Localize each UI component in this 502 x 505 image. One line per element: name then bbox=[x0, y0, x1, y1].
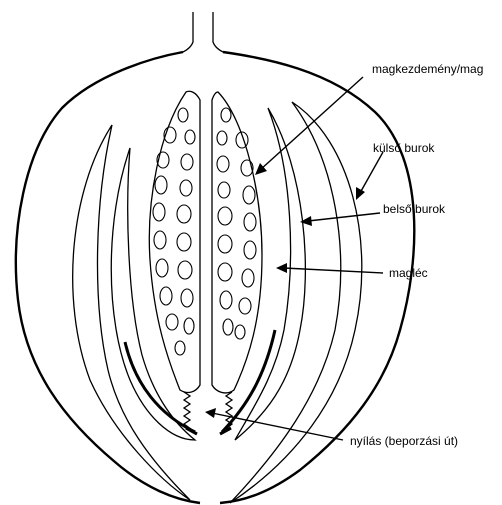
placenta-right bbox=[212, 92, 262, 393]
ovules-right bbox=[217, 108, 256, 339]
serrated-edge-left bbox=[184, 392, 195, 432]
ovules-left bbox=[153, 108, 195, 355]
label-ovule: magkezdemény/mag bbox=[372, 62, 483, 76]
label-placenta: magléc bbox=[389, 266, 428, 280]
pointer-ovule bbox=[255, 77, 363, 175]
pointer-inner-integument bbox=[300, 213, 380, 226]
stalk bbox=[183, 12, 223, 52]
pointer-opening bbox=[205, 408, 343, 440]
outer-integument-left bbox=[73, 125, 190, 500]
label-opening: nyílás (beporzási út) bbox=[350, 434, 458, 448]
inner-integument-right bbox=[235, 108, 305, 440]
opening-rim-left bbox=[125, 342, 195, 432]
pointer-outer-integument bbox=[356, 152, 383, 200]
pointer-placenta bbox=[276, 263, 383, 273]
label-inner-integument: belső burok bbox=[383, 202, 446, 216]
label-outer-integument: külső burok bbox=[373, 141, 435, 155]
